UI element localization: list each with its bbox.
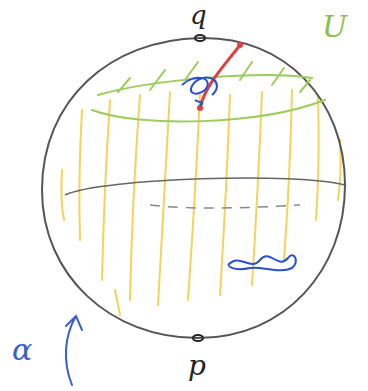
equator-back [150, 205, 300, 208]
red-dot [237, 42, 243, 48]
angle-label: α [12, 335, 32, 365]
blue-scribble [228, 255, 296, 270]
point-label: q [190, 2, 207, 28]
blue-scribble [182, 77, 217, 106]
rotation-arrow [66, 316, 82, 385]
equator-line [65, 178, 345, 195]
point-dot [195, 35, 205, 41]
sphere-outline [42, 38, 345, 338]
region-label: U [322, 12, 347, 42]
point-label: p [188, 352, 206, 380]
yellow-lines [61, 90, 340, 315]
green-region [92, 62, 325, 121]
point-dot [193, 335, 203, 341]
